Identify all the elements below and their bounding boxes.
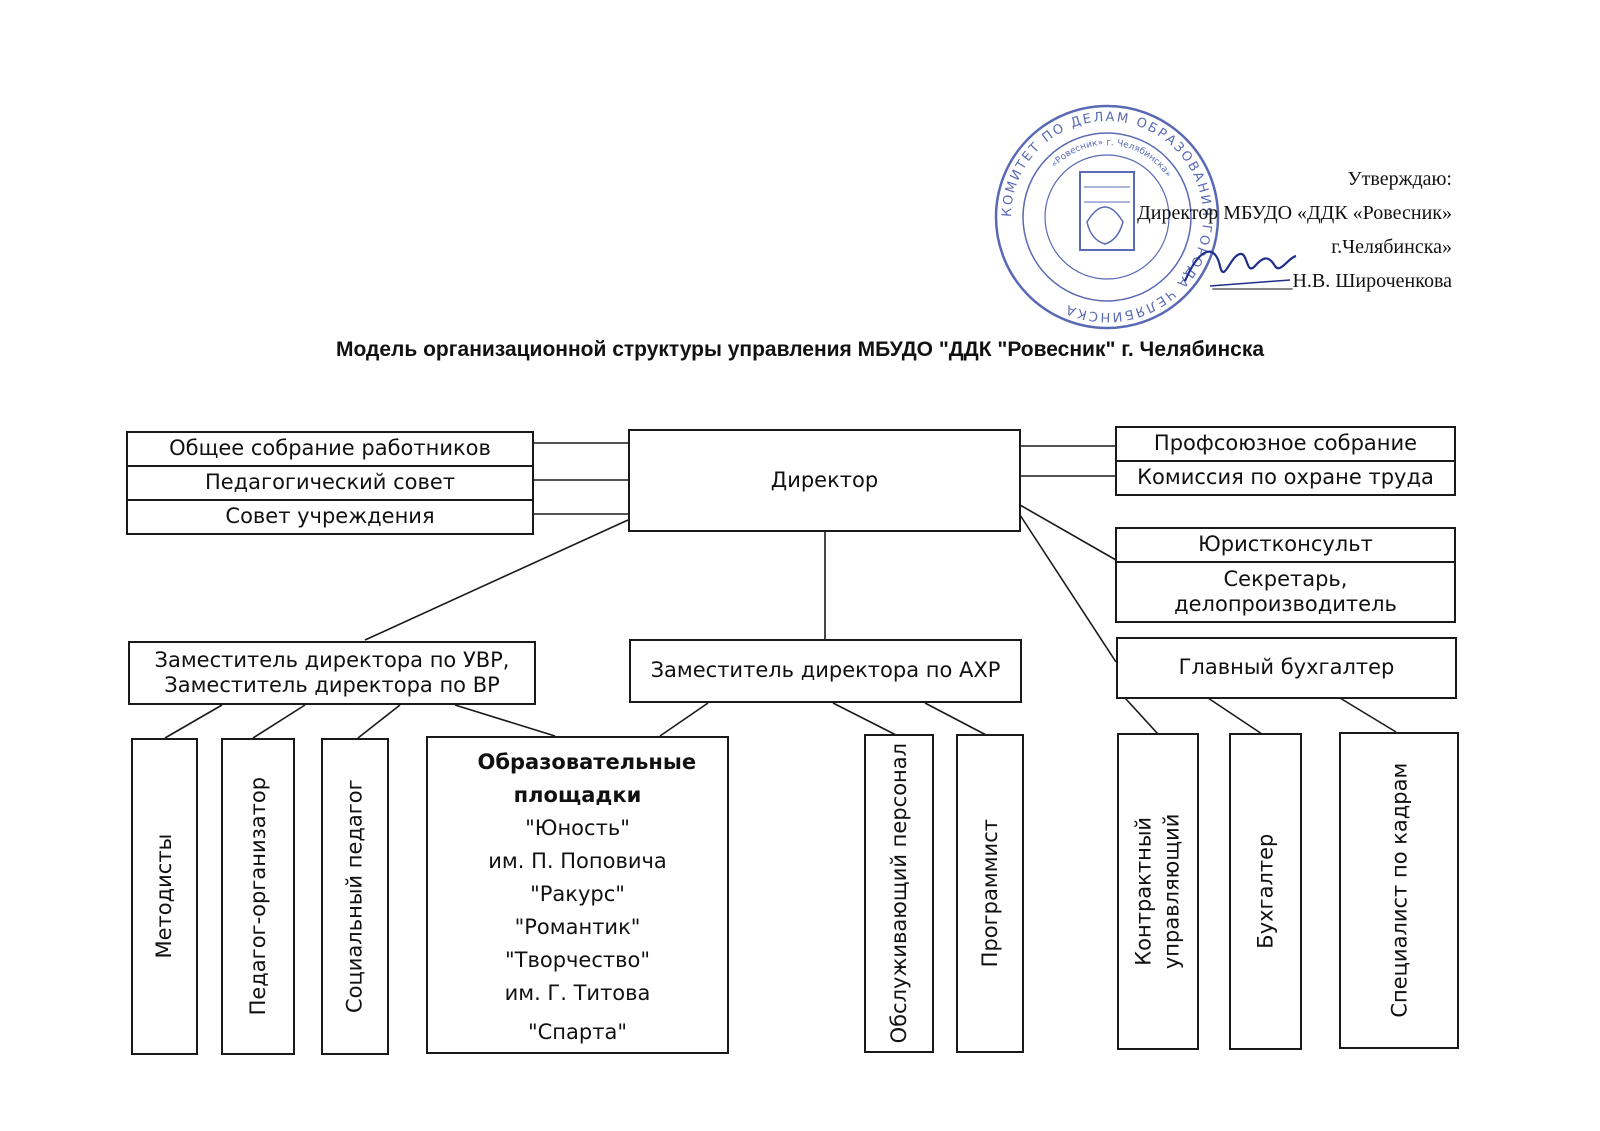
sites-heading: Образовательные площадки: [477, 750, 697, 807]
box-deputy-ahr: Заместитель директора по АХР: [629, 639, 1022, 703]
box-chief-accountant: Главный бухгалтер: [1116, 637, 1457, 699]
approval-line-name: ________Н.В. Широченкова: [1212, 270, 1452, 292]
site-item: "Юность": [525, 816, 630, 840]
label-general-meeting: Общее собрание работников: [169, 436, 491, 461]
box-pedagogue-organizer: Педагог-организатор: [221, 738, 295, 1055]
connector-methodists: [164, 704, 223, 739]
label-accountant: Бухгалтер: [1253, 833, 1278, 950]
label-pedagogical-council: Педагогический совет: [204, 470, 456, 495]
label-social-pedagogue: Социальный педагог: [342, 779, 367, 1014]
label-pedagogue-organizer: Педагог-организатор: [245, 777, 270, 1016]
box-programmer: Программист: [956, 734, 1024, 1053]
box-institution-council: Совет учреждения: [126, 499, 534, 535]
connector-deputy-uvr: [364, 519, 629, 641]
label-hr-specialist: Специалист по кадрам: [1386, 762, 1411, 1019]
label-institution-council: Совет учреждения: [225, 504, 435, 529]
connector-accountant: [1207, 697, 1263, 735]
approval-line-position: Директор МБУДО «ДДК «Ровесник»: [1137, 202, 1452, 224]
box-methodists: Методисты: [131, 738, 198, 1055]
box-secretary: Секретарь, делопроизводитель: [1115, 561, 1456, 623]
box-pedagogical-council: Педагогический совет: [126, 465, 534, 501]
connector-lawyer: [1019, 504, 1117, 561]
box-social-pedagogue: Социальный педагог: [321, 738, 389, 1055]
label-deputy-uvr-line1: Заместитель директора по УВР,: [154, 647, 510, 672]
box-deputy-uvr: Заместитель директора по УВР, Заместител…: [128, 641, 536, 705]
box-labor-protection: Комиссия по охране труда: [1115, 460, 1456, 496]
connector-contract: [1124, 697, 1159, 735]
label-service-staff: Обслуживающий персонал: [886, 743, 911, 1044]
label-union-meeting: Профсоюзное собрание: [1153, 431, 1418, 456]
label-labor-protection: Комиссия по охране труда: [1137, 465, 1434, 490]
signature: [1183, 250, 1297, 287]
site-item: "Романтик": [514, 915, 641, 939]
site-item: "Ракурс": [530, 882, 625, 906]
label-deputy-ahr: Заместитель директора по АХР: [650, 658, 1001, 683]
label-director: Директор: [770, 467, 879, 492]
box-general-meeting: Общее собрание работников: [126, 431, 534, 467]
box-union-meeting: Профсоюзное собрание: [1115, 426, 1456, 462]
approval-block: Утверждаю: Директор МБУДО «ДДК «Ровесник…: [1137, 162, 1452, 298]
label-lawyer: Юристконсульт: [1198, 532, 1373, 557]
label-deputy-uvr-line2: Заместитель директора по ВР: [164, 673, 500, 697]
box-director: Директор: [628, 429, 1021, 532]
site-item: им. Г. Титова: [504, 981, 651, 1005]
connector-programmer: [924, 702, 989, 737]
connector-organizer: [252, 704, 306, 739]
connector-chief-accountant: [1019, 514, 1117, 663]
connector-hr: [1339, 697, 1397, 733]
connector-sites-ahr: [659, 702, 709, 737]
box-service-staff: Обслуживающий персонал: [864, 734, 934, 1053]
site-item: "Спарта": [527, 1020, 627, 1044]
box-lawyer: Юристконсульт: [1115, 527, 1456, 563]
approval-line-city: г.Челябинска»: [1331, 236, 1452, 258]
box-educational-sites: Образовательные площадки "Юность" им. П.…: [426, 736, 729, 1054]
label-chief-accountant: Главный бухгалтер: [1178, 655, 1395, 680]
label-programmer: Программист: [977, 819, 1002, 968]
site-item: им. П. Поповича: [488, 849, 667, 873]
official-stamp: КОМИТЕТ ПО ДЕЛАМ ОБРАЗОВАНИЯ ГОРОДА ЧЕЛЯ…: [994, 104, 1220, 330]
connector-service: [832, 702, 899, 737]
box-hr-specialist: Специалист по кадрам: [1339, 732, 1459, 1049]
director-name: Н.В. Широченкова: [1292, 270, 1452, 292]
label-secretary: Секретарь, делопроизводитель: [1174, 566, 1397, 616]
connector-social: [357, 704, 401, 739]
box-accountant: Бухгалтер: [1229, 733, 1302, 1050]
connector-sites: [454, 704, 556, 737]
approval-line-approve: Утверждаю:: [1347, 168, 1452, 190]
page-title: Модель организационной структуры управле…: [335, 338, 1265, 361]
site-item: "Творчество": [504, 948, 651, 972]
label-methodists: Методисты: [152, 834, 177, 959]
